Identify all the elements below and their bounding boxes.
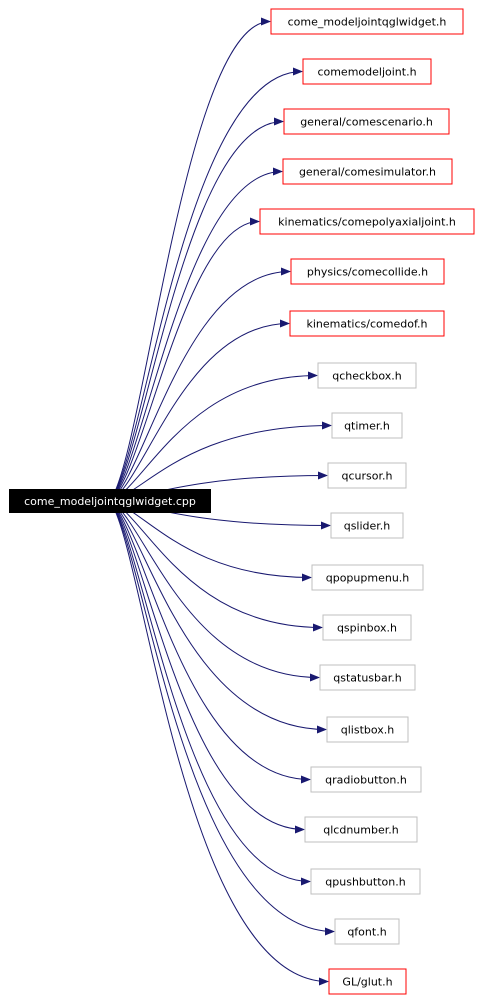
header-node-box xyxy=(319,664,416,691)
edge-to-kinematics-comepolyaxialjoint-h xyxy=(109,217,260,502)
edge-to-qlistbox-h xyxy=(109,500,327,734)
header-node-general-comesimulator-h[interactable]: general/comesimulator.h xyxy=(282,158,453,185)
edge-to-physics-comecollide-h xyxy=(109,267,291,502)
header-node-box xyxy=(283,108,450,135)
header-node-label: qlistbox.h xyxy=(341,724,395,737)
header-node-label: qstatusbar.h xyxy=(333,672,402,685)
header-node-label: kinematics/comepolyaxialjoint.h xyxy=(278,216,456,229)
header-node-box xyxy=(289,310,445,337)
header-node-box xyxy=(270,8,464,35)
header-node-box xyxy=(259,208,475,235)
edge-to-qradiobutton-h xyxy=(109,500,311,784)
header-node-box xyxy=(326,716,409,743)
edge-to-qpushbutton-h xyxy=(109,500,311,886)
header-node-box xyxy=(310,868,421,895)
edge-to-kinematics-comedof-h xyxy=(109,319,290,502)
header-node-label: qcursor.h xyxy=(342,470,393,483)
header-node-label: qspinbox.h xyxy=(337,622,397,635)
edge-to-qfont-h xyxy=(109,500,335,936)
header-node-general-comescenario-h[interactable]: general/comescenario.h xyxy=(283,108,450,135)
header-node-label: qlcdnumber.h xyxy=(323,824,398,837)
header-node-qlcdnumber-h[interactable]: qlcdnumber.h xyxy=(304,816,418,843)
edge-to-come-modeljointqglwidget-h xyxy=(109,17,271,502)
header-node-come-modeljointqglwidget-h[interactable]: come_modeljointqglwidget.h xyxy=(270,8,464,35)
header-node-qpushbutton-h[interactable]: qpushbutton.h xyxy=(310,868,421,895)
header-node-box xyxy=(327,462,407,489)
header-node-box xyxy=(282,158,453,185)
header-node-qcheckbox-h[interactable]: qcheckbox.h xyxy=(317,362,417,389)
edge-to-qstatusbar-h xyxy=(109,500,320,682)
header-node-box xyxy=(310,766,422,793)
header-node-label: qslider.h xyxy=(344,520,391,533)
header-node-qtimer-h[interactable]: qtimer.h xyxy=(331,412,403,439)
header-node-qpopupmenu-h[interactable]: qpopupmenu.h xyxy=(311,564,424,591)
header-node-qcursor-h[interactable]: qcursor.h xyxy=(327,462,407,489)
header-node-kinematics-comedof-h[interactable]: kinematics/comedof.h xyxy=(289,310,445,337)
header-node-box xyxy=(331,412,403,439)
header-node-box xyxy=(322,614,412,641)
source-file-node[interactable]: come_modeljointqglwidget.cpp xyxy=(9,489,211,513)
header-node-box xyxy=(334,918,400,945)
header-node-label: qtimer.h xyxy=(344,420,390,433)
header-node-qradiobutton-h[interactable]: qradiobutton.h xyxy=(310,766,422,793)
header-node-box xyxy=(317,362,417,389)
header-node-label: qcheckbox.h xyxy=(332,370,402,383)
dependency-nodes: come_modeljointqglwidget.cpp come_modelj… xyxy=(9,8,475,995)
header-node-label: come_modeljointqglwidget.h xyxy=(288,16,447,29)
edge-to-comemodeljoint-h xyxy=(109,67,303,502)
header-node-qspinbox-h[interactable]: qspinbox.h xyxy=(322,614,412,641)
header-node-label: qradiobutton.h xyxy=(325,774,407,787)
edge-to-general-comescenario-h xyxy=(109,117,284,502)
header-node-box xyxy=(330,512,404,539)
header-node-label: qpopupmenu.h xyxy=(326,572,410,585)
edge-to-qlcdnumber-h xyxy=(109,500,305,834)
header-node-qlistbox-h[interactable]: qlistbox.h xyxy=(326,716,409,743)
header-node-box xyxy=(304,816,418,843)
header-node-gl-glut-h[interactable]: GL/glut.h xyxy=(328,968,407,995)
header-node-qstatusbar-h[interactable]: qstatusbar.h xyxy=(319,664,416,691)
edge-to-gl-glut-h xyxy=(109,500,329,986)
header-node-label: comemodeljoint.h xyxy=(317,66,416,79)
header-node-box xyxy=(328,968,407,995)
header-node-kinematics-comepolyaxialjoint-h[interactable]: kinematics/comepolyaxialjoint.h xyxy=(259,208,475,235)
header-node-box xyxy=(290,258,445,285)
header-node-label: physics/comecollide.h xyxy=(307,266,428,279)
header-node-qslider-h[interactable]: qslider.h xyxy=(330,512,404,539)
header-node-comemodeljoint-h[interactable]: comemodeljoint.h xyxy=(302,58,432,85)
header-node-label: general/comesimulator.h xyxy=(299,166,436,179)
header-node-label: qpushbutton.h xyxy=(325,876,405,889)
header-node-qfont-h[interactable]: qfont.h xyxy=(334,918,400,945)
source-file-label: come_modeljointqglwidget.cpp xyxy=(24,495,196,508)
header-node-label: qfont.h xyxy=(347,926,386,939)
edge-to-general-comesimulator-h xyxy=(109,167,283,502)
source-file-box xyxy=(9,489,211,513)
header-node-box xyxy=(311,564,424,591)
header-node-label: GL/glut.h xyxy=(342,976,392,989)
header-node-box xyxy=(302,58,432,85)
header-node-physics-comecollide-h[interactable]: physics/comecollide.h xyxy=(290,258,445,285)
header-node-label: general/comescenario.h xyxy=(300,116,433,129)
header-node-label: kinematics/comedof.h xyxy=(307,318,428,331)
